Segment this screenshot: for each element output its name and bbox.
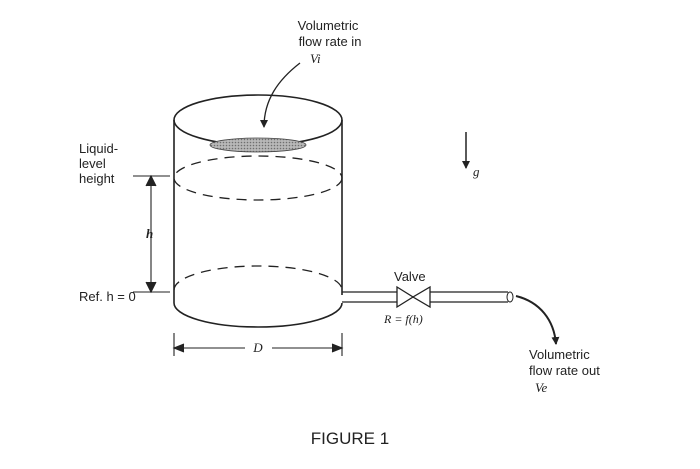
height-symbol: h [146, 226, 153, 241]
reference-label: Ref. h = 0 [79, 289, 136, 304]
tank-bottom-front [173, 302, 343, 328]
tank-bottom-back [173, 265, 343, 291]
height-dimension [133, 174, 170, 294]
liquid-label-line2: level [79, 156, 106, 171]
flow-in-label-line1: Volumetric [298, 18, 359, 33]
inflow-liquid-patch [209, 137, 307, 153]
liquid-label-line3: height [79, 171, 115, 186]
outlet-pipe [342, 291, 514, 303]
diameter-dimension [172, 333, 344, 356]
flow-in-label-line2: flow rate in [299, 34, 362, 49]
tank-top-rim [173, 94, 343, 146]
liquid-label-line1: Liquid- [79, 141, 118, 156]
tank [173, 94, 343, 328]
resistance-label: R = f(h) [383, 312, 423, 326]
flow-out-label-line2: flow rate out [529, 363, 600, 378]
valve [396, 285, 431, 309]
outflow-arrow [515, 295, 560, 345]
figure-caption: FIGURE 1 [311, 429, 389, 448]
flow-out-label-line1: Volumetric [529, 347, 590, 362]
flow-in-symbol: Vi [310, 51, 321, 66]
gravity-symbol: g [473, 164, 480, 179]
diameter-symbol: D [252, 340, 263, 355]
valve-label: Valve [394, 269, 426, 284]
flow-out-symbol: Ve [535, 380, 548, 395]
liquid-surface [173, 155, 343, 201]
inflow-arrow [260, 62, 301, 128]
